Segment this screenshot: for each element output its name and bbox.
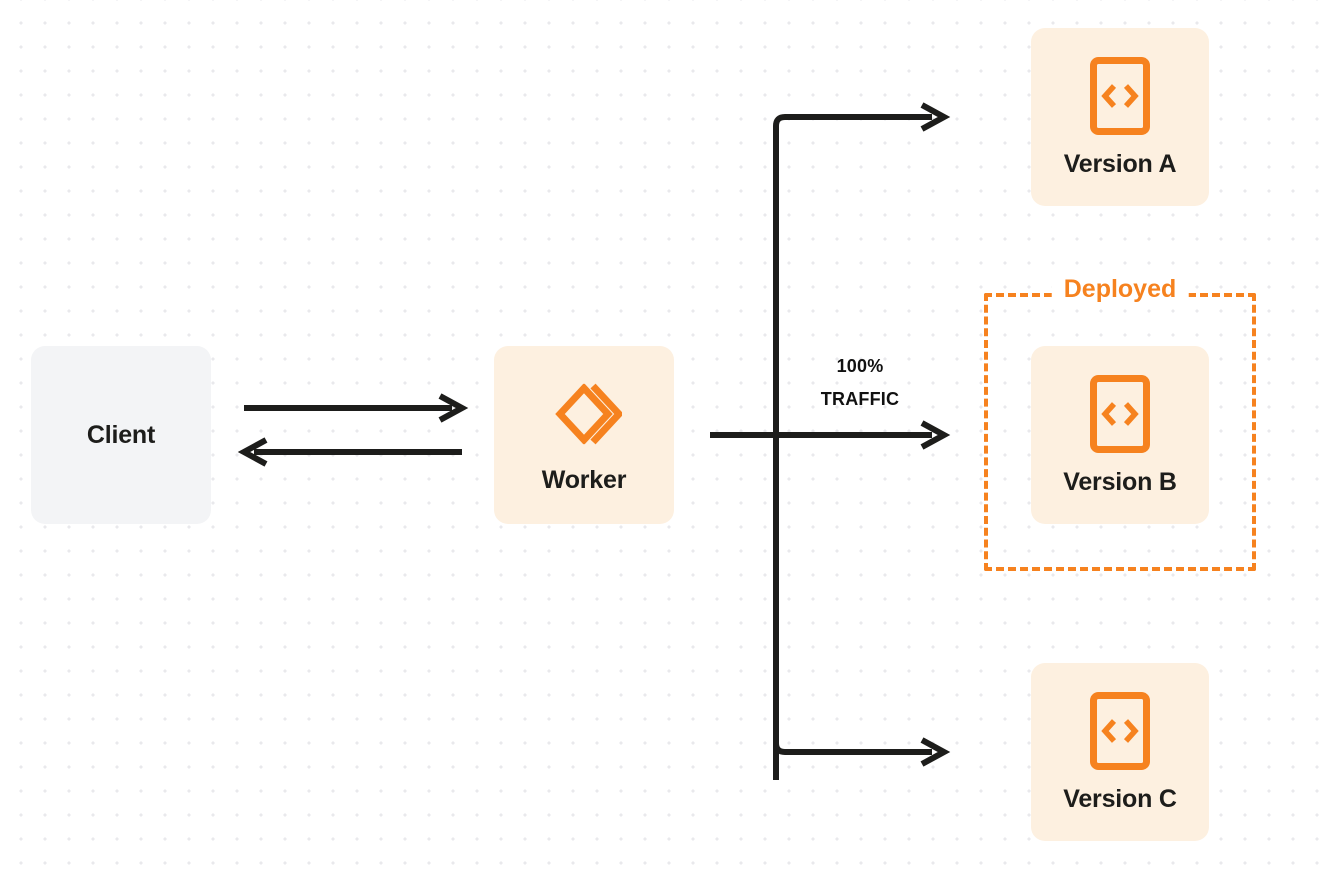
node-version-b[interactable]: Version B bbox=[1031, 346, 1209, 524]
traffic-word: TRAFFIC bbox=[820, 389, 900, 409]
code-document-icon bbox=[1090, 374, 1150, 453]
edge-worker-to-client bbox=[237, 437, 462, 467]
deployed-group: Deployed bbox=[984, 277, 1256, 571]
node-version-a-label: Version A bbox=[1063, 149, 1177, 178]
node-client[interactable]: Client bbox=[31, 346, 211, 524]
edge-worker-to-version-b bbox=[710, 420, 951, 450]
node-version-c[interactable]: Version C bbox=[1031, 663, 1209, 841]
node-version-b-label: Version B bbox=[1063, 467, 1177, 496]
edge-worker-to-version-c bbox=[773, 720, 951, 767]
node-version-c-label: Version C bbox=[1063, 784, 1177, 813]
node-worker[interactable]: Worker bbox=[494, 346, 674, 524]
workers-logo-icon bbox=[555, 383, 622, 444]
edge-label-traffic: 100% TRAFFIC bbox=[798, 350, 922, 416]
node-version-a[interactable]: Version A bbox=[1031, 28, 1209, 206]
node-client-label: Client bbox=[86, 420, 156, 449]
node-worker-label: Worker bbox=[541, 465, 627, 494]
code-document-icon bbox=[1090, 56, 1150, 135]
traffic-percent: 100% bbox=[836, 356, 884, 376]
edge-worker-to-version-a bbox=[773, 102, 951, 780]
code-document-icon bbox=[1090, 691, 1150, 770]
edge-client-to-worker bbox=[244, 393, 469, 423]
deployed-group-label: Deployed bbox=[1051, 277, 1189, 302]
